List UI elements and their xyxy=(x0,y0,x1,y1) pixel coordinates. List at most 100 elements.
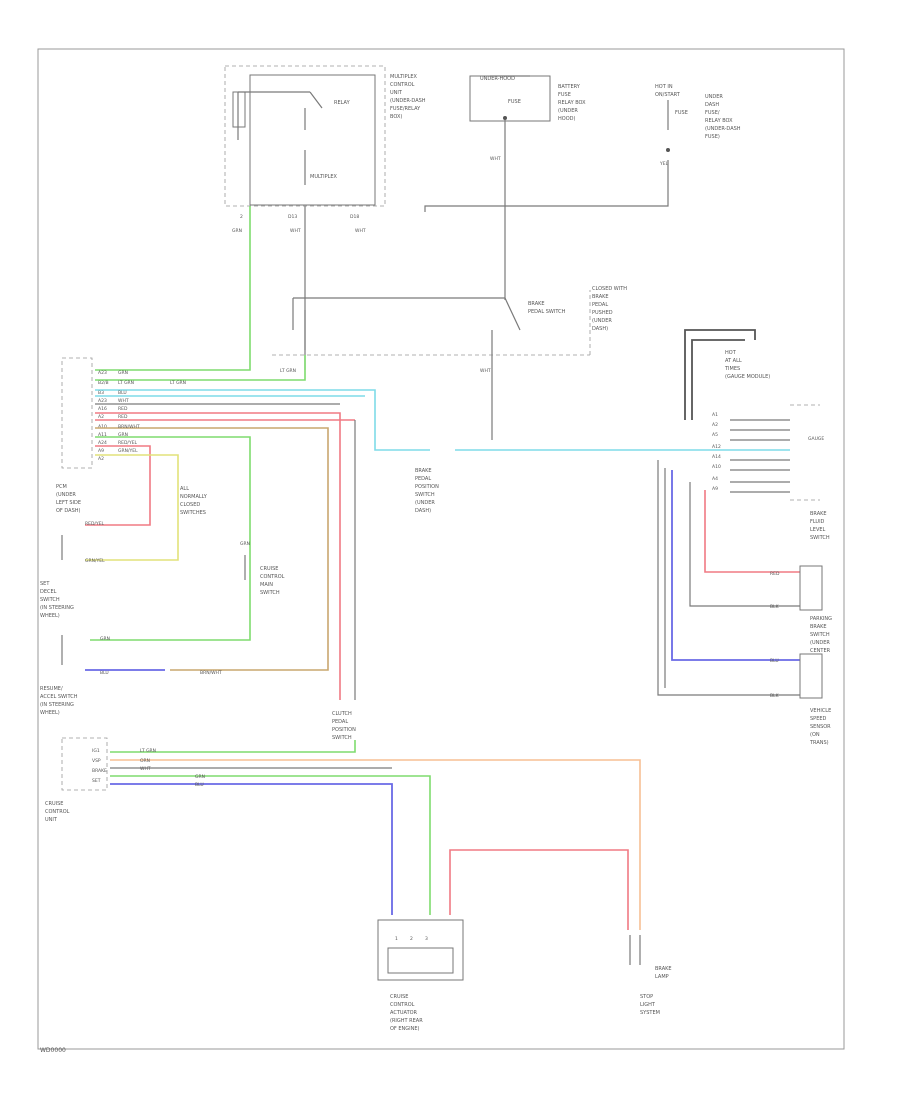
svg-text:GRN: GRN xyxy=(195,774,205,780)
svg-text:MAIN: MAIN xyxy=(260,582,273,588)
svg-text:FLUID: FLUID xyxy=(810,519,825,525)
svg-text:CONTROL: CONTROL xyxy=(45,809,70,815)
svg-text:RELAY BOX: RELAY BOX xyxy=(705,118,733,124)
svg-text:CLOSED WITH: CLOSED WITH xyxy=(592,286,627,292)
svg-text:PARKING: PARKING xyxy=(810,616,832,622)
svg-text:BRAKE: BRAKE xyxy=(655,966,672,972)
svg-text:A10: A10 xyxy=(712,464,721,470)
svg-text:BRAKE: BRAKE xyxy=(528,301,545,307)
svg-text:GAUGE: GAUGE xyxy=(808,436,824,442)
svg-text:RELAY BOX: RELAY BOX xyxy=(558,100,586,106)
svg-text:FUSE/RELAY: FUSE/RELAY xyxy=(390,106,421,112)
svg-text:CONTROL: CONTROL xyxy=(390,82,415,88)
svg-text:GRN: GRN xyxy=(100,636,110,642)
clutch-connector: CLUTCH PEDAL POSITION SWITCH BRAKE PEDAL… xyxy=(332,468,439,741)
resume-switch: GRN BLU BRN/WHT RESUME/ ACCEL SWITCH (IN… xyxy=(40,635,222,716)
svg-text:CONTROL: CONTROL xyxy=(390,1002,415,1008)
svg-text:BLU: BLU xyxy=(100,670,109,676)
svg-text:MULTIPLEX: MULTIPLEX xyxy=(390,74,418,80)
svg-text:A16: A16 xyxy=(98,406,107,412)
svg-text:CLUTCH: CLUTCH xyxy=(332,711,352,717)
control-unit-connector: A23 B2/B B3 A23 A16 A2 A10 A11 A24 A9 A2… xyxy=(56,357,109,514)
svg-text:UNIT: UNIT xyxy=(390,90,403,96)
diagram-frame xyxy=(37,48,845,1050)
svg-text:OF ENGINE): OF ENGINE) xyxy=(390,1026,420,1032)
svg-text:A4: A4 xyxy=(712,476,718,482)
svg-text:SET: SET xyxy=(92,778,101,784)
svg-text:DASH): DASH) xyxy=(592,326,608,332)
svg-text:A10: A10 xyxy=(98,424,107,430)
svg-text:CENTER: CENTER xyxy=(810,648,831,654)
svg-text:LT GRN: LT GRN xyxy=(118,380,134,386)
svg-text:LEVEL: LEVEL xyxy=(810,527,826,533)
svg-text:FUSE: FUSE xyxy=(508,99,521,105)
svg-text:PEDAL SWITCH: PEDAL SWITCH xyxy=(528,309,566,315)
svg-text:PCM: PCM xyxy=(56,484,67,490)
dash-fuse: HOT IN ON/START UNDER DASH FUSE/ RELAY B… xyxy=(424,84,741,212)
svg-text:DECEL: DECEL xyxy=(40,589,57,595)
svg-text:BLU: BLU xyxy=(195,782,204,788)
svg-text:A12: A12 xyxy=(712,444,721,450)
svg-text:(ON: (ON xyxy=(810,732,820,738)
svg-text:(RIGHT REAR: (RIGHT REAR xyxy=(390,1018,423,1024)
svg-text:DASH: DASH xyxy=(705,102,719,108)
svg-text:CRUISE: CRUISE xyxy=(390,994,408,1000)
svg-text:WHT: WHT xyxy=(140,766,151,772)
svg-text:SWITCH: SWITCH xyxy=(810,535,830,541)
svg-text:SWITCHES: SWITCHES xyxy=(180,510,206,516)
svg-text:BRAKE: BRAKE xyxy=(810,624,827,630)
svg-text:WHEEL): WHEEL) xyxy=(40,613,60,619)
svg-text:(UNDER: (UNDER xyxy=(592,318,612,324)
svg-text:LT GRN: LT GRN xyxy=(280,368,296,374)
svg-text:LIGHT: LIGHT xyxy=(640,1002,656,1008)
svg-text:D18: D18 xyxy=(350,214,359,220)
svg-text:LEFT SIDE: LEFT SIDE xyxy=(56,500,81,506)
svg-text:OF DASH): OF DASH) xyxy=(56,508,81,514)
svg-text:VSP: VSP xyxy=(92,758,101,764)
svg-text:UNDER: UNDER xyxy=(705,94,723,100)
svg-text:BRAKE: BRAKE xyxy=(92,768,107,774)
svg-text:LAMP: LAMP xyxy=(655,974,669,980)
svg-text:HOT IN: HOT IN xyxy=(655,84,673,90)
svg-text:A14: A14 xyxy=(712,454,721,460)
svg-text:A9: A9 xyxy=(712,486,718,492)
svg-text:POSITION: POSITION xyxy=(415,484,439,490)
gauge-control-module: HOT AT ALL TIMES (GAUGE MODULE) A1 A2 A5… xyxy=(657,329,832,746)
svg-text:A2: A2 xyxy=(98,456,104,462)
svg-text:FUSE/: FUSE/ xyxy=(705,110,720,116)
svg-text:A2: A2 xyxy=(98,414,104,420)
svg-text:(UNDER: (UNDER xyxy=(415,500,435,506)
svg-text:LT GRN: LT GRN xyxy=(170,380,186,386)
svg-text:CONTROL: CONTROL xyxy=(260,574,285,580)
svg-text:DASH): DASH) xyxy=(415,508,431,514)
svg-text:B3: B3 xyxy=(98,390,104,396)
svg-text:BLU: BLU xyxy=(770,658,779,664)
cruise-actuator: 1 2 3 CRUISE CONTROL ACTUATOR (RIGHT REA… xyxy=(377,919,464,1032)
svg-text:SPEED: SPEED xyxy=(810,716,827,722)
svg-text:ACTUATOR: ACTUATOR xyxy=(390,1010,418,1016)
svg-text:A23: A23 xyxy=(98,370,107,376)
svg-text:D13: D13 xyxy=(288,214,297,220)
svg-text:(GAUGE MODULE): (GAUGE MODULE) xyxy=(725,374,770,380)
svg-text:BLK: BLK xyxy=(770,693,780,699)
cruise-control-unit: IG1 VSP BRAKE SET CRUISE CONTROL UNIT xyxy=(45,737,108,823)
svg-text:(IN STEERING: (IN STEERING xyxy=(40,605,74,611)
svg-text:PEDAL: PEDAL xyxy=(592,302,608,308)
svg-text:ACCEL SWITCH: ACCEL SWITCH xyxy=(40,694,78,700)
svg-text:GRN/YEL: GRN/YEL xyxy=(118,448,138,454)
svg-text:A9: A9 xyxy=(98,448,104,454)
svg-text:A11: A11 xyxy=(98,432,107,438)
svg-text:A24: A24 xyxy=(98,440,107,446)
svg-text:SET: SET xyxy=(40,581,50,587)
svg-text:BRN/WHT: BRN/WHT xyxy=(118,424,140,430)
svg-text:(UNDER: (UNDER xyxy=(56,492,76,498)
svg-text:TIMES: TIMES xyxy=(724,366,740,372)
svg-text:UNDER-HOOD: UNDER-HOOD xyxy=(480,76,515,82)
svg-text:ORN: ORN xyxy=(140,758,150,764)
svg-text:GRN: GRN xyxy=(118,432,128,438)
svg-text:(UNDER: (UNDER xyxy=(810,640,830,646)
svg-text:STOP: STOP xyxy=(640,994,653,1000)
svg-text:RELAY: RELAY xyxy=(334,100,351,106)
svg-text:GRN: GRN xyxy=(240,541,250,547)
svg-text:SENSOR: SENSOR xyxy=(810,724,831,730)
